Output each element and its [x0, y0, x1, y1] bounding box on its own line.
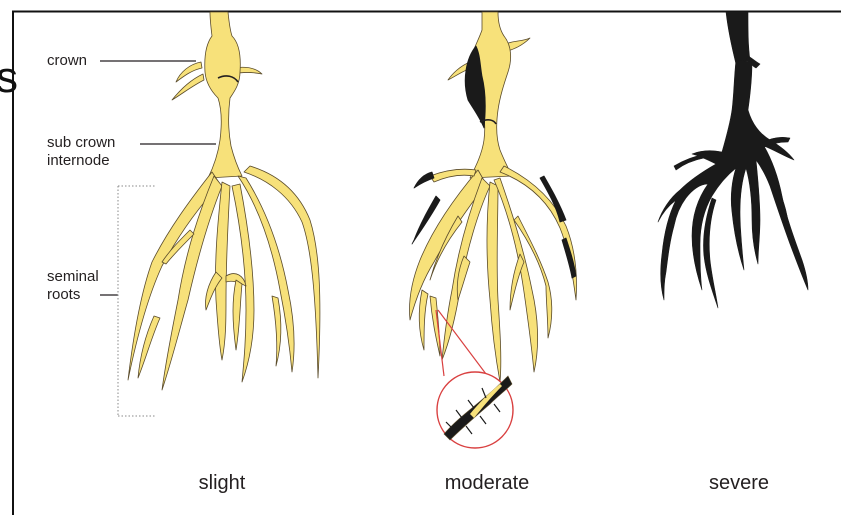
plant-moderate: [409, 12, 576, 382]
crown-label: crown: [47, 52, 87, 69]
seminal-label-line1: seminal: [47, 268, 99, 285]
stage-label-moderate: moderate: [407, 472, 567, 495]
sub-crown-label-line1: sub crown: [47, 134, 115, 151]
edge-fragment-letter: s: [0, 56, 18, 100]
stage-label-severe: severe: [659, 472, 819, 495]
stage-label-slight: slight: [142, 472, 302, 495]
plant-slight: [128, 12, 320, 390]
seminal-label-line2: roots: [47, 286, 80, 303]
sub-crown-label-line2: internode: [47, 152, 110, 169]
seminal-bracket: [118, 186, 155, 416]
plant-severe: [658, 12, 808, 308]
